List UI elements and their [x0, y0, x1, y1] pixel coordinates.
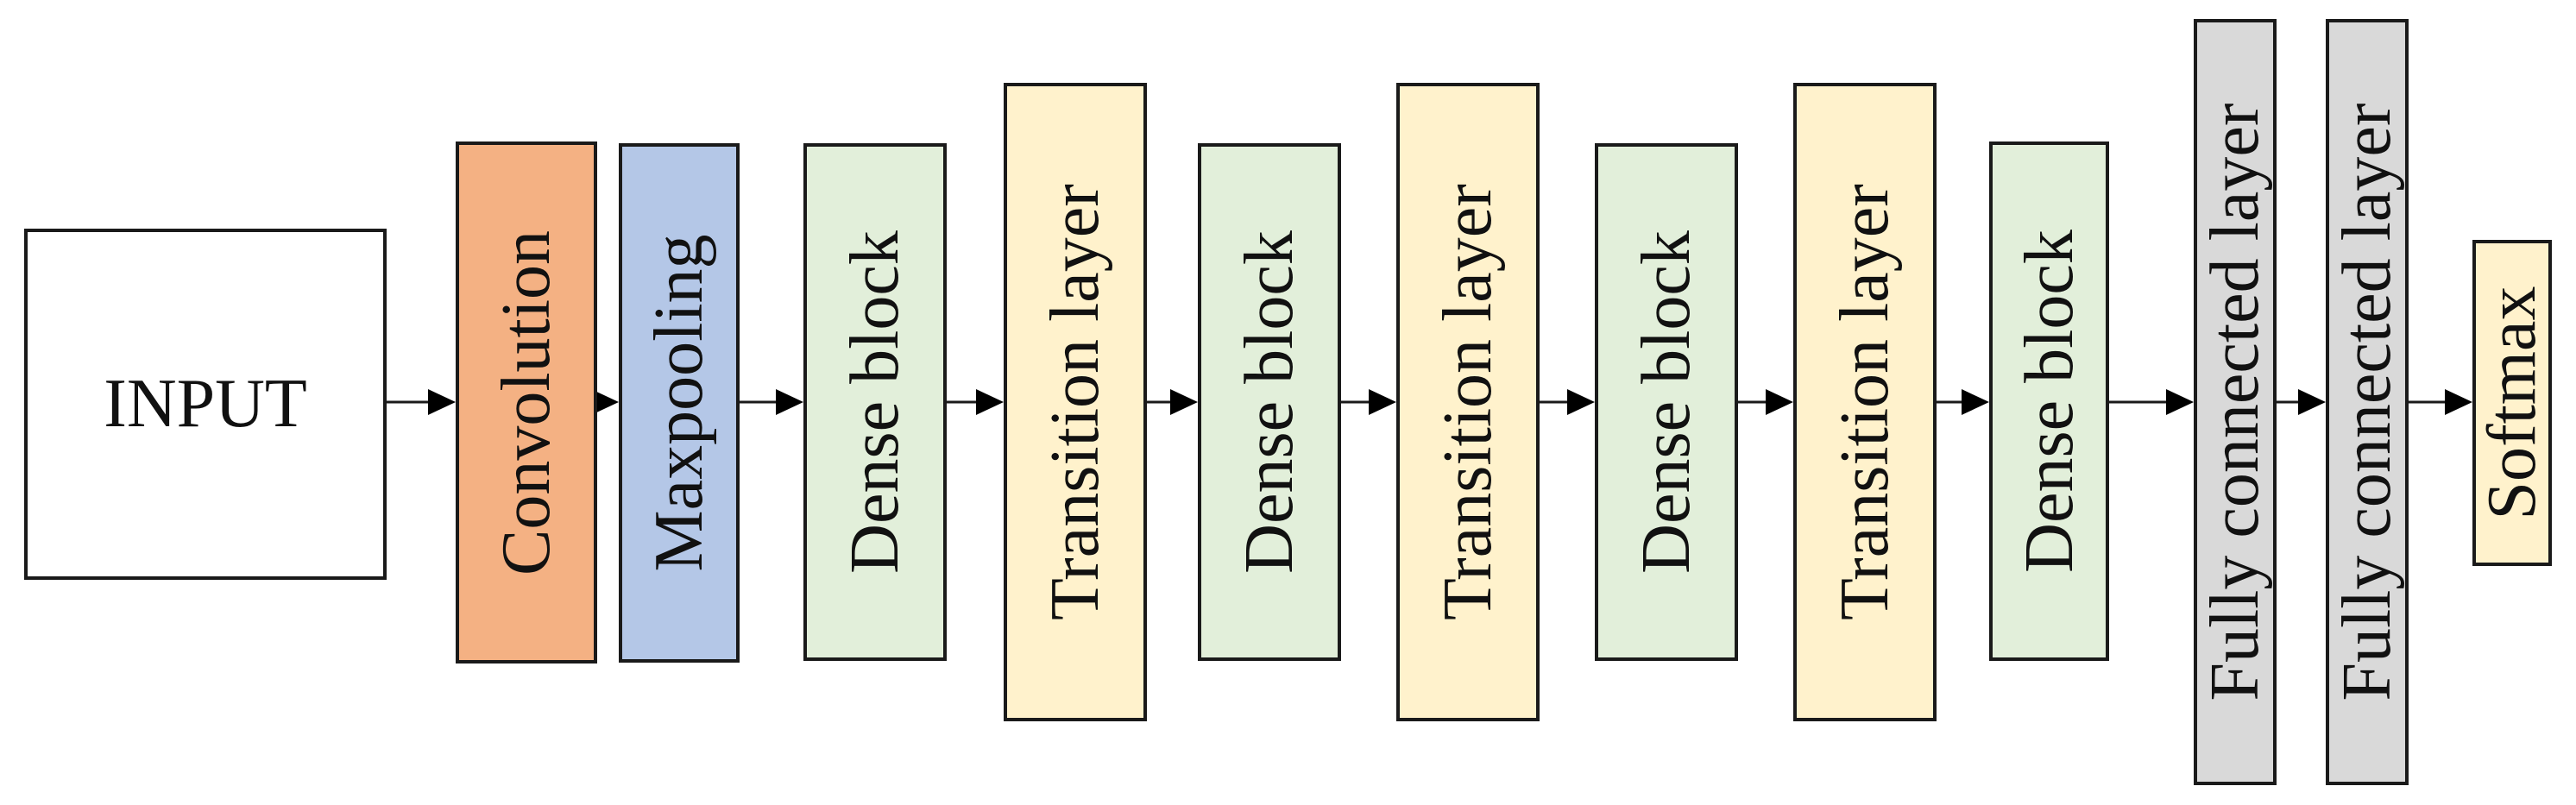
dense-block-2-label: Dense block: [1231, 230, 1307, 574]
maxpooling-label: Maxpooling: [641, 234, 717, 572]
input-block: INPUT: [24, 229, 387, 580]
softmax-block: Softmax: [2472, 240, 2552, 566]
transition-layer-1-label: Transition layer: [1037, 184, 1113, 620]
transition-layer-3: Transition layer: [1793, 83, 1937, 721]
arrow-head-6: [1369, 389, 1396, 415]
dense-block-4: Dense block: [1989, 142, 2109, 661]
arrow-head-5: [1170, 389, 1198, 415]
dense-block-3: Dense block: [1595, 143, 1738, 661]
arrow-head-4: [976, 389, 1004, 415]
arrow-head-2: [591, 389, 619, 415]
maxpooling-block: Maxpooling: [619, 143, 740, 663]
arrow-head-7: [1567, 389, 1595, 415]
convolution-label: Convolution: [488, 230, 564, 575]
dense-block-2: Dense block: [1198, 143, 1341, 661]
arrow-head-1: [428, 389, 456, 415]
convolution-block: Convolution: [456, 142, 597, 663]
transition-layer-1: Transition layer: [1004, 83, 1147, 721]
transition-layer-2-label: Transition layer: [1430, 184, 1506, 620]
arrow-head-11: [2298, 389, 2326, 415]
arrow-head-12: [2445, 389, 2472, 415]
dense-block-1: Dense block: [803, 143, 947, 661]
fully-connected-layer-1-label: Fully connected layer: [2197, 103, 2273, 701]
input-label: INPUT: [104, 366, 307, 442]
arrow-head-10: [2166, 389, 2194, 415]
transition-layer-3-label: Transition layer: [1827, 184, 1903, 620]
fully-connected-layer-1: Fully connected layer: [2194, 19, 2277, 785]
dense-block-1-label: Dense block: [837, 230, 913, 574]
softmax-label: Softmax: [2474, 286, 2550, 520]
fully-connected-layer-2: Fully connected layer: [2326, 19, 2409, 785]
arrow-head-8: [1766, 389, 1793, 415]
dense-block-3-label: Dense block: [1628, 230, 1704, 574]
dense-block-4-label: Dense block: [2011, 230, 2088, 573]
fully-connected-layer-2-label: Fully connected layer: [2329, 103, 2405, 701]
arrow-head-9: [1962, 389, 1989, 415]
arrow-head-3: [776, 389, 803, 415]
transition-layer-2: Transition layer: [1396, 83, 1540, 721]
